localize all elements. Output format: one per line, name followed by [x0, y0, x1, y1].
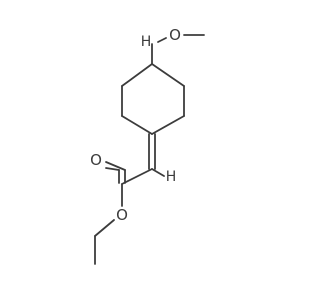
bond-o-ester-ch2: [94, 219, 115, 237]
atom-h-ring: H: [141, 34, 152, 50]
bond-ring-c2-c1: [151, 115, 185, 135]
bond-ring-c4-c3: [151, 63, 185, 87]
atom-o-methoxy: O: [169, 26, 181, 44]
atom-o-ester: O: [116, 206, 128, 224]
bond-ring-c1-c6: [121, 115, 153, 135]
bond-carbonyl-connector-b: [105, 161, 126, 171]
bond-vinyl-carbonylc: [121, 168, 153, 185]
atom-h-vinyl: H: [166, 169, 177, 185]
bond-vinyl-h: [151, 168, 165, 177]
bond-carbonyl-connector-a: [105, 167, 120, 171]
bond-c4-o-methoxy: [157, 37, 167, 43]
molecule-structure: H O O H O: [90, 26, 205, 265]
bond-ring-c5-c4: [121, 63, 153, 87]
atom-o-carbonyl: O: [90, 151, 102, 169]
